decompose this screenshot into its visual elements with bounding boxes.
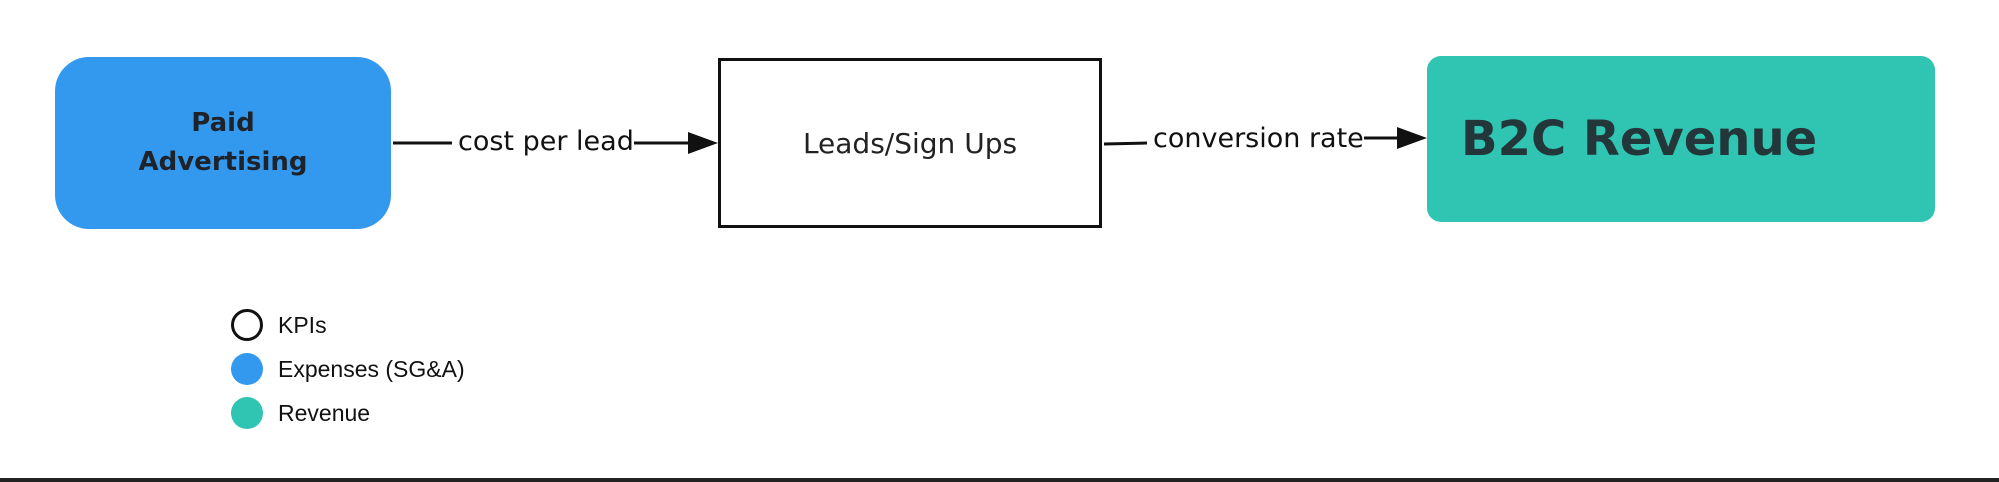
blue-circle-icon <box>231 353 263 385</box>
edge-cost-per-lead-arrowhead <box>688 132 718 154</box>
node-paid-advertising-label: Paid Advertising <box>139 104 308 182</box>
legend-label: Expenses (SG&A) <box>278 355 465 382</box>
legend-label: KPIs <box>278 311 327 338</box>
node-paid-advertising-line1: Paid <box>191 108 255 138</box>
node-paid-advertising: Paid Advertising <box>55 57 391 229</box>
node-b2c-revenue: B2C Revenue <box>1427 56 1935 222</box>
edge-label-cost-per-lead: cost per lead <box>458 126 634 157</box>
legend-item-expenses: Expenses (SG&A) <box>231 352 465 386</box>
node-leads-label: Leads/Sign Ups <box>802 126 1018 160</box>
legend-label: Revenue <box>278 399 371 426</box>
node-paid-advertising-line2: Advertising <box>138 147 308 177</box>
edge-conversion-rate-segment-1 <box>1103 141 1148 146</box>
legend: KPIs Expenses (SG&A) Revenue <box>231 308 465 440</box>
legend-item-revenue: Revenue <box>231 396 465 430</box>
teal-circle-icon <box>231 397 263 429</box>
node-leads-sign-ups: Leads/Sign Ups <box>718 58 1102 228</box>
legend-item-kpis: KPIs <box>231 308 465 342</box>
bottom-divider <box>0 478 1999 482</box>
edge-label-conversion-rate: conversion rate <box>1153 123 1364 154</box>
outline-circle-icon <box>231 309 263 341</box>
node-revenue-label: B2C Revenue <box>1461 111 1818 167</box>
edge-conversion-rate-arrowhead <box>1397 127 1427 149</box>
